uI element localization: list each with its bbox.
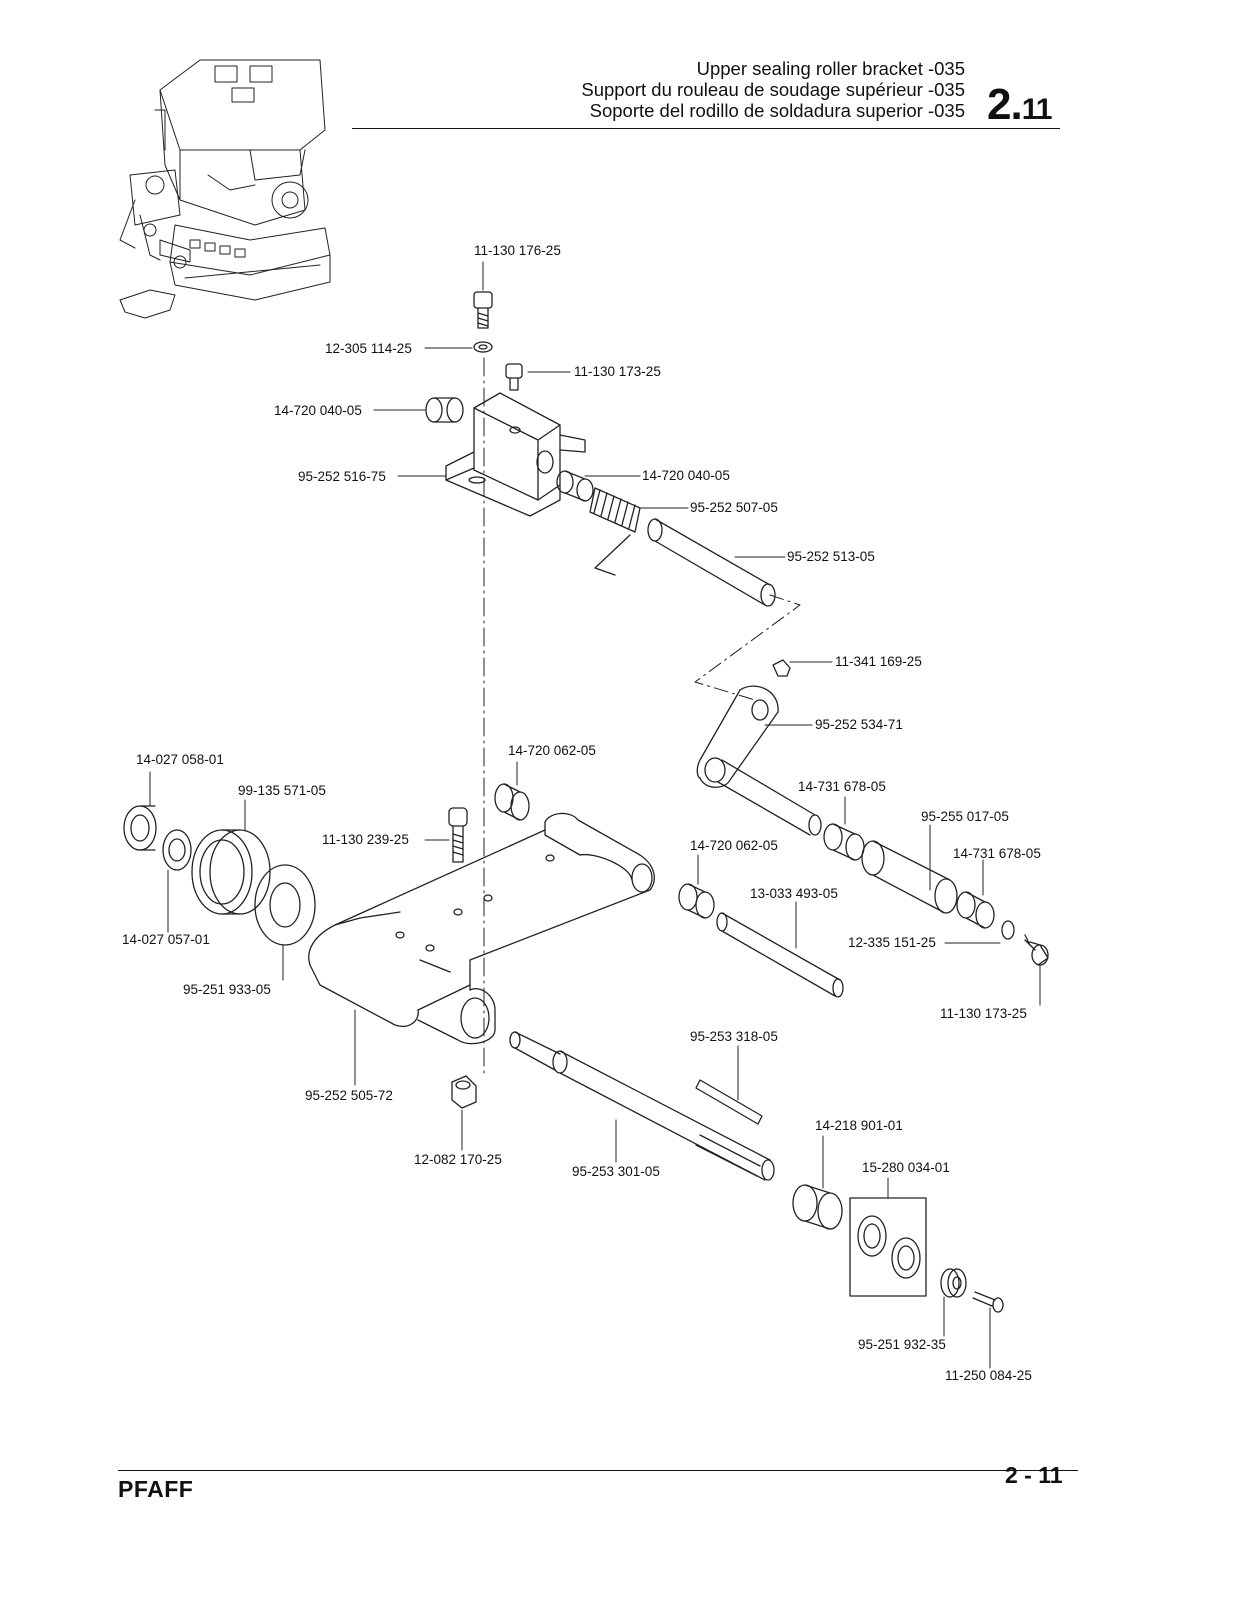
sealing-roller — [861, 840, 958, 914]
end-washer — [940, 1268, 967, 1298]
part-label: 14-720 040-05 — [642, 468, 730, 483]
needle-bushing — [792, 1184, 843, 1230]
part-label: 15-280 034-01 — [862, 1160, 950, 1175]
title-english: Upper sealing roller bracket -035 — [696, 58, 965, 79]
pin-shaft — [716, 912, 844, 998]
leader-lines — [149, 261, 1041, 1369]
machine-overview-illustration — [119, 59, 331, 319]
title-spanish: Soporte del rodillo de soldadura superio… — [589, 100, 965, 121]
spring-leg — [594, 534, 631, 576]
part-label: 12-335 151-25 — [848, 935, 936, 950]
cap-screw-top — [473, 291, 493, 329]
part-label: 11-250 084-25 — [945, 1368, 1032, 1383]
washer-top — [473, 341, 493, 353]
header-rule — [352, 128, 1060, 129]
part-label: 11-130 239-25 — [322, 832, 409, 847]
part-label: 95-251 933-05 — [183, 982, 271, 997]
part-label: 13-033 493-05 — [750, 886, 838, 901]
part-label: 12-305 114-25 — [325, 341, 412, 356]
part-label: 14-731 678-05 — [953, 846, 1041, 861]
part-label: 14-720 040-05 — [274, 403, 362, 418]
bushing-roller-end — [956, 891, 995, 929]
lock-nut — [451, 1075, 477, 1109]
part-label: 14-720 062-05 — [690, 838, 778, 853]
bracket-block — [445, 392, 586, 517]
bushing-arm-right — [678, 883, 715, 919]
main-arm-bracket — [308, 812, 655, 1045]
section-number: 2.11 — [987, 80, 1053, 130]
flange-disc — [254, 864, 316, 946]
part-label: 95-251 932-35 — [858, 1337, 946, 1352]
part-label: 11-341 169-25 — [835, 654, 922, 669]
section-minor: 11 — [1021, 93, 1053, 126]
footer-rule — [118, 1470, 1078, 1471]
bushing-arm-top — [494, 783, 530, 821]
ball-bearing-outer — [123, 805, 157, 851]
part-label: 11-130 173-25 — [574, 364, 661, 379]
part-label: 11-130 173-25 — [940, 1006, 1027, 1021]
part-label: 11-130 176-25 — [474, 243, 561, 258]
bushing-left-top — [425, 397, 464, 423]
seal-kit-box — [849, 1197, 927, 1297]
part-label: 14-027 057-01 — [122, 932, 210, 947]
part-label: 12-082 170-25 — [414, 1152, 502, 1167]
part-label: 14-731 678-05 — [798, 779, 886, 794]
ball-bearing-inner — [162, 829, 192, 871]
screw-roller-end — [1024, 934, 1049, 966]
cap-screw-long — [448, 807, 468, 863]
grub-screw — [772, 659, 791, 677]
set-screw-top — [505, 363, 523, 391]
shaft-upper — [647, 518, 776, 607]
brand-logo: PFAFF — [118, 1476, 194, 1502]
roller-ring — [191, 829, 271, 915]
main-shaft — [509, 1031, 775, 1181]
page-number: 2 - 11 — [1005, 1462, 1063, 1488]
part-label: 95-253 318-05 — [690, 1029, 778, 1044]
part-label: 95-252 516-75 — [298, 469, 386, 484]
feather-key — [695, 1079, 763, 1125]
part-label: 14-027 058-01 — [136, 752, 224, 767]
part-label: 95-252 505-72 — [305, 1088, 393, 1103]
washer-roller-end — [1001, 920, 1015, 940]
part-label: 95-252 507-05 — [690, 500, 778, 515]
title-french: Support du rouleau de soudage supérieur … — [581, 79, 965, 100]
part-label: 95-252 513-05 — [787, 549, 875, 564]
part-label: 14-218 901-01 — [815, 1118, 903, 1133]
end-screw — [972, 1291, 1004, 1313]
crank-lever — [696, 685, 822, 836]
bushing-crank — [823, 823, 865, 861]
spring — [589, 487, 641, 533]
part-label: 95-253 301-05 — [572, 1164, 660, 1179]
part-label: 95-252 534-71 — [815, 717, 903, 732]
part-label: 14-720 062-05 — [508, 743, 596, 758]
part-label: 99-135 571-05 — [238, 783, 326, 798]
title-block: Upper sealing roller bracket -035 Suppor… — [581, 58, 965, 121]
part-label: 95-255 017-05 — [921, 809, 1009, 824]
section-major: 2. — [987, 80, 1023, 129]
bushing-right-top — [556, 470, 594, 502]
